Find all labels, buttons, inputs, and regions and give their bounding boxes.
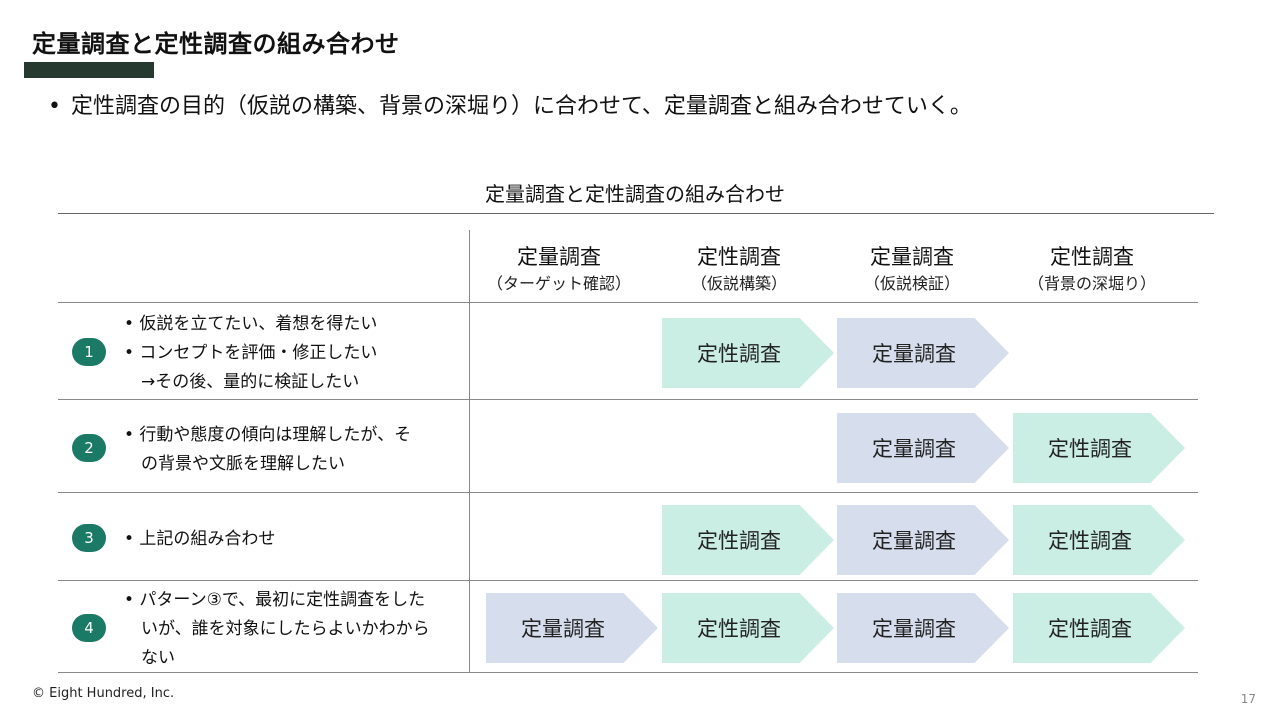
quantitative-step: 定量調査 — [837, 505, 1009, 575]
qualitative-step: 定性調査 — [662, 593, 834, 663]
slide-title: 定量調査と定性調査の組み合わせ — [32, 30, 400, 58]
description-line: • コンセプトを評価・修正したい — [124, 343, 378, 363]
step-label: 定量調査 — [872, 342, 956, 366]
pattern-3-description: • 上記の組み合わせ — [124, 525, 275, 554]
bullet-dot: • — [48, 94, 61, 119]
title-accent-bar — [24, 62, 154, 78]
step-label: 定性調査 — [1048, 437, 1132, 461]
step-label: 定量調査 — [872, 617, 956, 641]
step-label: 定性調査 — [697, 342, 781, 366]
pattern-number-badge: 2 — [72, 434, 106, 462]
column-header-1: 定量調査 （ターゲット確認） — [479, 243, 639, 297]
copyright-footer: © Eight Hundred, Inc. — [32, 686, 175, 701]
pattern-1-description: • 仮説を立てたい、着想を得たい • コンセプトを評価・修正したい →その後、量… — [124, 310, 377, 397]
column-header-label: 定性調査 — [1050, 245, 1134, 269]
pattern-2-description: • 行動や態度の傾向は理解したが、そ の背景や文脈を理解したい — [124, 421, 411, 479]
step-label: 定性調査 — [697, 617, 781, 641]
summary-text: 定性調査の目的（仮説の構築、背景の深堀り）に合わせて、定量調査と組み合わせていく… — [70, 94, 972, 119]
column-header-label: 定量調査 — [870, 245, 954, 269]
description-line: • 行動や態度の傾向は理解したが、そ — [124, 425, 412, 445]
row-divider — [58, 672, 1198, 673]
table-column-divider — [469, 230, 470, 673]
pattern-number-badge: 4 — [72, 614, 106, 642]
pattern-number-badge: 3 — [72, 524, 106, 552]
qualitative-step: 定性調査 — [662, 505, 834, 575]
column-header-label: 定性調査 — [697, 245, 781, 269]
description-line: • 仮説を立てたい、着想を得たい — [124, 314, 378, 334]
quantitative-step: 定量調査 — [837, 413, 1009, 483]
quantitative-step: 定量調査 — [837, 318, 1009, 388]
column-header-3: 定量調査 （仮説検証） — [832, 243, 992, 297]
qualitative-step: 定性調査 — [1013, 505, 1185, 575]
column-header-sub: （仮説検証） — [863, 274, 960, 293]
row-divider — [58, 492, 1198, 493]
column-header-sub: （ターゲット確認） — [486, 274, 631, 293]
summary-bullet: • 定性調査の目的（仮説の構築、背景の深堀り）に合わせて、定量調査と組み合わせてい… — [48, 88, 972, 120]
column-header-2: 定性調査 （仮説構築） — [659, 243, 819, 297]
description-line: いが、誰を対象にしたらよいかわから — [124, 619, 430, 639]
quantitative-step: 定量調査 — [486, 593, 658, 663]
step-label: 定性調査 — [1048, 617, 1132, 641]
description-line: の背景や文脈を理解したい — [124, 454, 345, 474]
pattern-number-badge: 1 — [72, 338, 106, 366]
column-header-4: 定性調査 （背景の深堀り） — [1012, 243, 1172, 297]
description-line: • 上記の組み合わせ — [124, 529, 276, 549]
step-label: 定量調査 — [872, 437, 956, 461]
qualitative-step: 定性調査 — [1013, 413, 1185, 483]
qualitative-step: 定性調査 — [1013, 593, 1185, 663]
page-number: 17 — [1240, 692, 1256, 706]
step-label: 定量調査 — [872, 529, 956, 553]
row-divider — [58, 399, 1198, 400]
description-line: • パターン③で、最初に定性調査をした — [124, 590, 426, 610]
column-header-label: 定量調査 — [517, 245, 601, 269]
step-label: 定性調査 — [697, 529, 781, 553]
table-title: 定量調査と定性調査の組み合わせ — [485, 182, 785, 206]
step-label: 定性調査 — [1048, 529, 1132, 553]
quantitative-step: 定量調査 — [837, 593, 1009, 663]
column-header-sub: （仮説構築） — [690, 274, 787, 293]
table-top-rule — [58, 213, 1214, 214]
qualitative-step: 定性調査 — [662, 318, 834, 388]
column-header-sub: （背景の深堀り） — [1027, 274, 1156, 293]
description-line: →その後、量的に検証したい — [124, 372, 360, 392]
pattern-4-description: • パターン③で、最初に定性調査をした いが、誰を対象にしたらよいかわから ない — [124, 586, 430, 673]
description-line: ない — [124, 648, 175, 668]
step-label: 定量調査 — [521, 617, 605, 641]
row-divider — [58, 580, 1198, 581]
row-divider — [58, 302, 1198, 303]
